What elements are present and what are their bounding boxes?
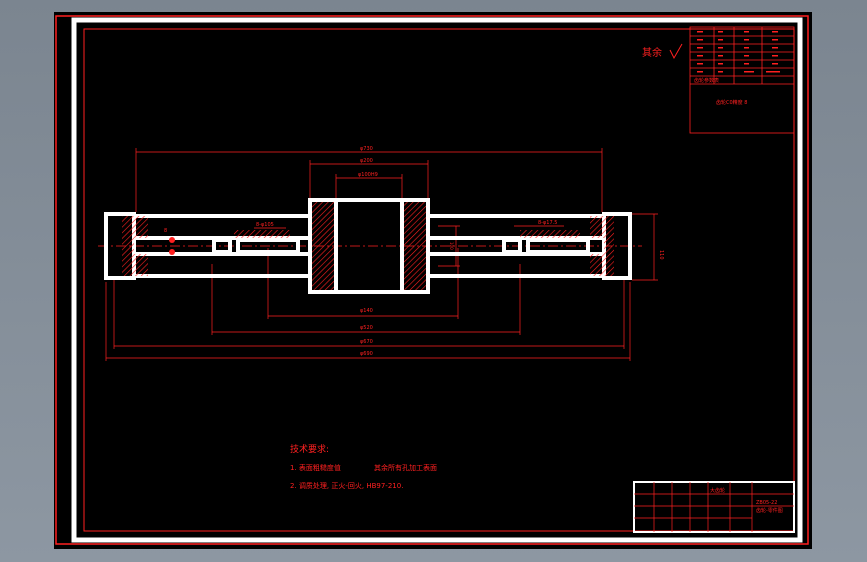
title-material: 齿轮-零件图 [756, 507, 783, 514]
dim-hole-left: 8-φ105 [256, 222, 274, 228]
tech-req-title: 技术要求: [290, 443, 329, 455]
param-table-cells [697, 31, 780, 73]
parameter-table [689, 26, 795, 134]
param-table-header: 齿轮参数表 [694, 77, 719, 84]
title-block-frame [633, 481, 795, 533]
dim-d200: φ200 [360, 158, 373, 164]
title-part-name: 大齿轮 [710, 487, 725, 494]
outer-sheet-border [55, 15, 809, 545]
marker-dot-bottom [169, 249, 175, 255]
roughness-note: 其余 [642, 46, 662, 59]
tech-req-line1b: 其余所有孔加工表面 [374, 463, 437, 472]
dim-d140: φ140 [360, 308, 373, 314]
white-frame [71, 17, 803, 543]
title-block-grid [634, 482, 794, 532]
roughness-symbol [669, 43, 683, 60]
dim-hole-right: 8-φ17.5 [538, 220, 557, 226]
param-table-title: 齿轮C0精度 8 [716, 99, 747, 106]
dim-height: 110 [658, 250, 664, 260]
tech-req-line1: 1. 表面粗糙度值 [290, 463, 341, 472]
hatched-regions [122, 202, 614, 290]
engineering-drawing: 其余 齿轮参数表 齿轮C0精度 8 [55, 15, 809, 545]
dim-d690: φ690 [360, 351, 373, 357]
dim-d100h9: φ100H9 [358, 172, 378, 178]
inner-border [83, 28, 795, 532]
dim-d670: φ670 [360, 339, 373, 345]
dim-marker: 8 [164, 228, 167, 234]
tech-req-line2: 2. 调质处理, 正火-回火, HB97-210. [290, 481, 403, 490]
dimension-lines [98, 148, 658, 361]
dim-d730: φ730 [360, 146, 373, 152]
cad-viewport[interactable]: 其余 齿轮参数表 齿轮C0精度 8 [54, 12, 812, 549]
title-drawing-no: ZB05-22 [756, 500, 777, 506]
dim-d520: φ520 [360, 325, 373, 331]
marker-dot-top [169, 237, 175, 243]
dim-inner-height: 100 [449, 242, 454, 250]
